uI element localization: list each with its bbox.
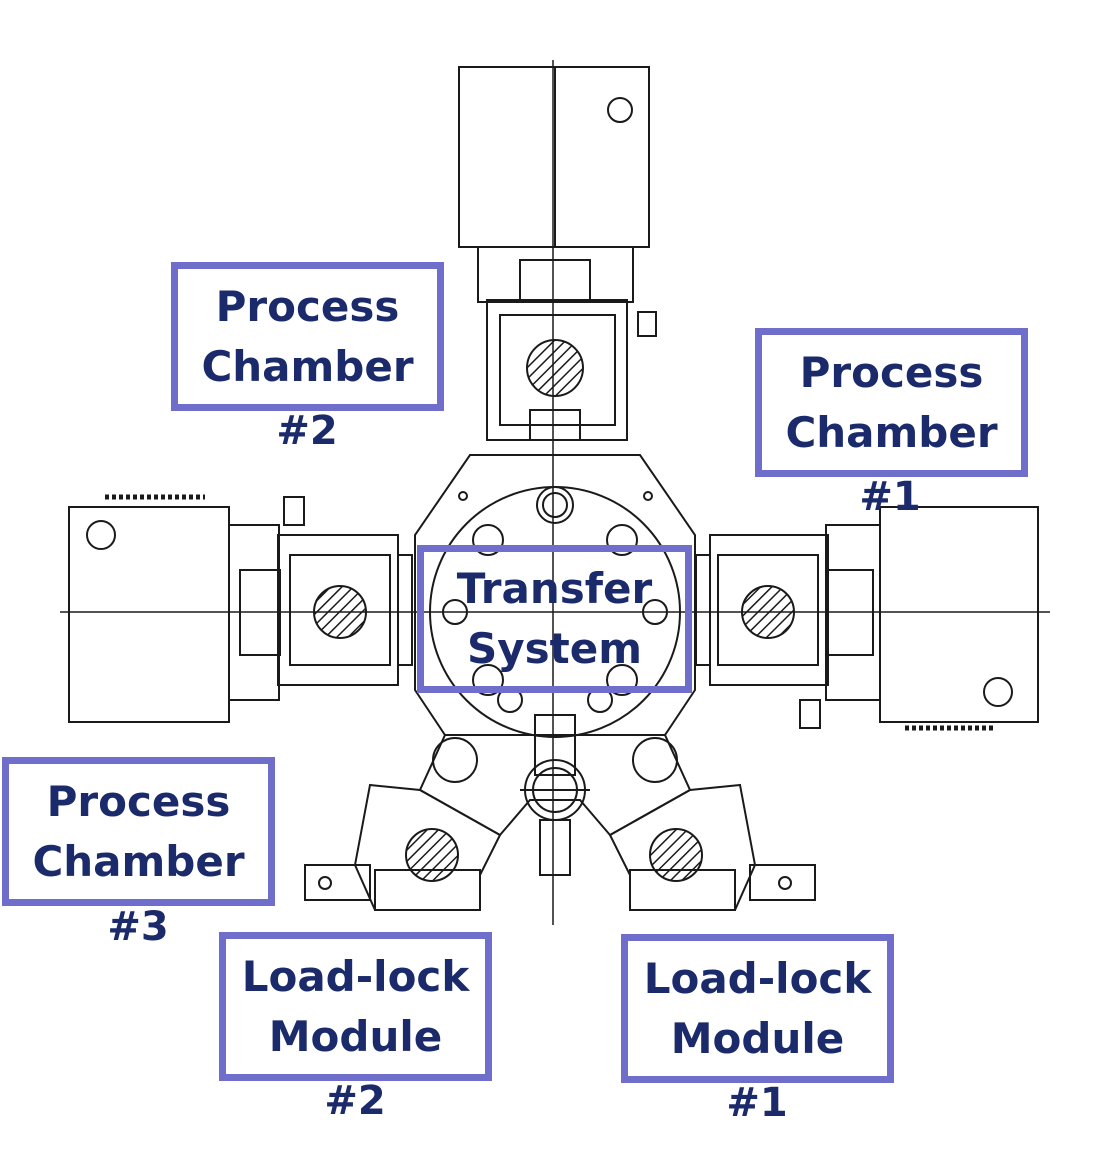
process-chamber-3-number: #3 — [107, 904, 169, 950]
load-lock-module-1-line2: Module — [670, 1013, 845, 1063]
load-lock-module-2-number: #2 — [324, 1078, 386, 1124]
process-chamber-1-line2: Chamber — [785, 407, 998, 457]
process-chamber-1-label: Process Chamber — [755, 328, 1028, 477]
load-lock-module-2-line2: Module — [268, 1011, 443, 1061]
transfer-system-label: Transfer System — [417, 545, 692, 693]
load-lock-module-2-line1: Load-lock — [241, 951, 470, 1001]
process-chamber-3-line2: Chamber — [32, 836, 245, 886]
load-lock-module-2-label: Load-lock Module — [219, 932, 492, 1081]
transfer-system-line2: System — [467, 624, 642, 673]
process-chamber-3-line1: Process — [46, 776, 231, 826]
process-chamber-2-line2: Chamber — [201, 341, 414, 391]
load-lock-drawing — [304, 714, 816, 911]
process-chamber-2-label: Process Chamber — [171, 262, 444, 411]
process-chamber-2-line1: Process — [215, 281, 400, 331]
process-chamber-1-line1: Process — [799, 347, 984, 397]
top-process-chamber-drawing — [458, 66, 657, 441]
right-process-chamber-drawing — [695, 506, 1039, 731]
left-process-chamber-drawing — [68, 494, 413, 723]
load-lock-module-1-line1: Load-lock — [643, 953, 872, 1003]
process-chamber-1-number: #1 — [859, 474, 921, 520]
load-lock-module-1-label: Load-lock Module — [621, 934, 894, 1083]
load-lock-module-1-number: #1 — [726, 1080, 788, 1126]
process-chamber-2-number: #2 — [276, 408, 338, 454]
transfer-system-line1: Transfer — [456, 564, 653, 613]
process-chamber-3-label: Process Chamber — [2, 757, 275, 906]
